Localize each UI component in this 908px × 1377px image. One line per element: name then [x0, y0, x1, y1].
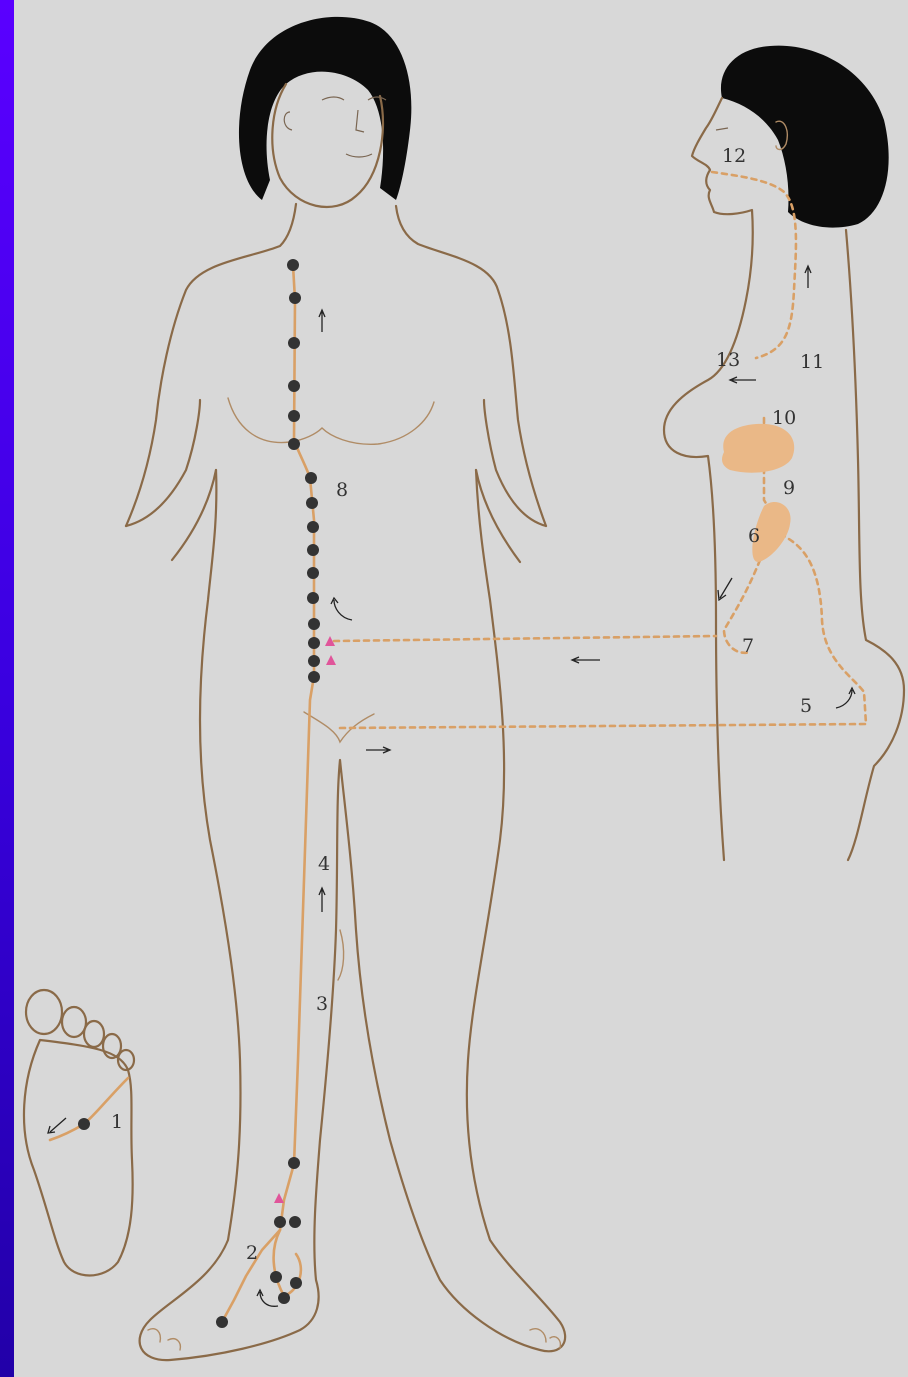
- sole-outline: [24, 1040, 133, 1276]
- acupoint: [288, 337, 300, 349]
- arrow-left-connector: [572, 657, 600, 663]
- front-right-toes: [530, 1329, 560, 1348]
- front-ear: [284, 112, 292, 130]
- side-direction-arrows: [572, 266, 855, 708]
- acupoint: [308, 618, 320, 630]
- label-7: 7: [742, 635, 754, 657]
- arrow-sole: [48, 1118, 66, 1133]
- label-8: 8: [336, 479, 348, 501]
- label-3: 3: [316, 993, 328, 1015]
- liver-organ: [722, 424, 794, 473]
- label-9: 9: [783, 477, 795, 499]
- acupoint: [288, 438, 300, 450]
- label-5: 5: [800, 695, 812, 717]
- label-12: 12: [722, 145, 746, 167]
- front-face-outline: [272, 84, 383, 207]
- acupoint: [305, 472, 317, 484]
- acupoint: [287, 259, 299, 271]
- acupoint: [308, 655, 320, 667]
- front-acupoints: [216, 259, 320, 1328]
- big-toe: [26, 990, 62, 1034]
- acupoint: [289, 1216, 301, 1228]
- arrow-up-chest: [319, 310, 325, 332]
- acupoint: [306, 497, 318, 509]
- front-nose: [356, 110, 364, 132]
- label-2: 2: [246, 1242, 258, 1264]
- front-figure: [126, 17, 565, 1360]
- arrow-curve-abdomen: [331, 598, 352, 620]
- label-6: 6: [748, 525, 760, 547]
- connector-line-upper: [334, 636, 716, 641]
- acupoint: [308, 671, 320, 683]
- acupoint: [216, 1316, 228, 1328]
- arrow-up-neck: [805, 266, 811, 288]
- label-4: 4: [318, 853, 330, 875]
- front-mouth: [346, 154, 372, 157]
- front-left-eye: [322, 97, 344, 100]
- front-left-toes: [148, 1329, 180, 1350]
- acupoint: [274, 1216, 286, 1228]
- arrow-curve-ankle: [257, 1290, 278, 1306]
- arrow-down-abdomen: [718, 578, 732, 600]
- triangle-marker: [274, 1193, 284, 1203]
- arrow-right-thigh: [366, 747, 390, 753]
- acupoint: [288, 410, 300, 422]
- arrow-curve-buttock: [836, 688, 855, 708]
- acupoint: [289, 292, 301, 304]
- front-meridian-line: [222, 265, 314, 1322]
- acupoint: [307, 592, 319, 604]
- front-direction-arrows: [257, 310, 390, 1306]
- acupoint: [270, 1271, 282, 1283]
- label-10: 10: [772, 407, 796, 429]
- connector-line-lower: [340, 724, 866, 728]
- acupoint: [307, 521, 319, 533]
- toe-2: [62, 1007, 86, 1037]
- front-knee-detail: [338, 930, 344, 980]
- acupoint: [288, 1157, 300, 1169]
- triangle-marker: [326, 655, 336, 665]
- label-11: 11: [800, 351, 824, 373]
- side-meridian-upper: [712, 172, 796, 358]
- front-right-arm: [476, 400, 546, 562]
- side-profile-outline: [664, 98, 753, 860]
- front-chest-line: [228, 398, 434, 444]
- toe-3: [84, 1021, 104, 1047]
- front-left-arm: [126, 400, 216, 560]
- pink-markers: [274, 636, 336, 1203]
- acupoint: [307, 544, 319, 556]
- acupoint: [278, 1292, 290, 1304]
- label-1: 1: [111, 1111, 123, 1133]
- label-13: 13: [716, 349, 740, 371]
- front-hair: [239, 17, 411, 200]
- acupoint: [307, 567, 319, 579]
- side-back-outline: [846, 230, 904, 860]
- acupoint: [308, 637, 320, 649]
- acupoint: [288, 380, 300, 392]
- front-body-outline: [126, 204, 546, 526]
- arrow-left-chest: [730, 377, 756, 383]
- acupoint-sole: [78, 1118, 90, 1130]
- front-torso-legs: [140, 470, 566, 1360]
- side-eye: [716, 128, 728, 130]
- acupoint: [290, 1277, 302, 1289]
- side-hair: [721, 46, 889, 228]
- arrow-up-knee: [319, 888, 325, 912]
